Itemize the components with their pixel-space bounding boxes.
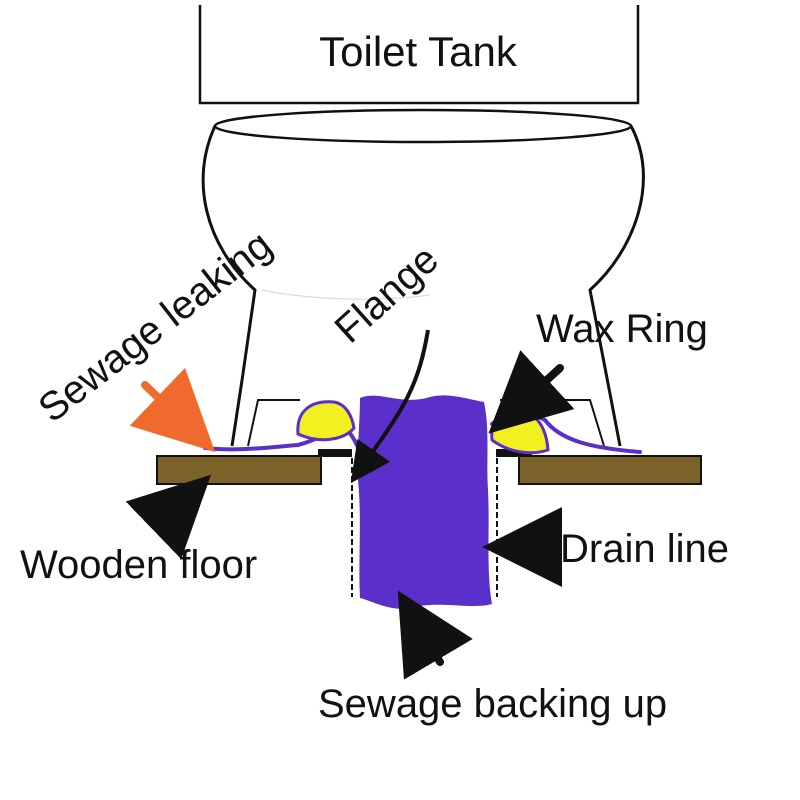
bowl-inner-line (261, 289, 431, 300)
wax-ring-arrow (488, 350, 575, 434)
drain-line-label: Drain line (560, 527, 729, 571)
toilet-tank-label: Toilet Tank (319, 28, 518, 75)
sewage-backing-up-label: Sewage backing up (318, 682, 667, 726)
wax-ring-left (296, 400, 356, 442)
sewage-backing-up-arrow (397, 590, 473, 680)
wooden-floor-arrow (125, 474, 212, 560)
flange-right (496, 449, 532, 457)
wooden-floor-label: Wooden floor (20, 543, 257, 587)
bowl-rim (213, 108, 633, 144)
wax-ring-label: Wax Ring (536, 307, 708, 351)
bowl-outer-right (588, 125, 645, 447)
wooden-floor-left (156, 455, 322, 485)
sewage-backing-up-fill (357, 395, 492, 609)
flange-arrow (350, 329, 430, 484)
toilet-tank (198, 5, 640, 105)
bowl-outer-left (201, 125, 257, 447)
sewage-leaking-arrow (129, 367, 216, 453)
flange-left (318, 449, 352, 457)
wooden-floor-right (518, 455, 702, 485)
